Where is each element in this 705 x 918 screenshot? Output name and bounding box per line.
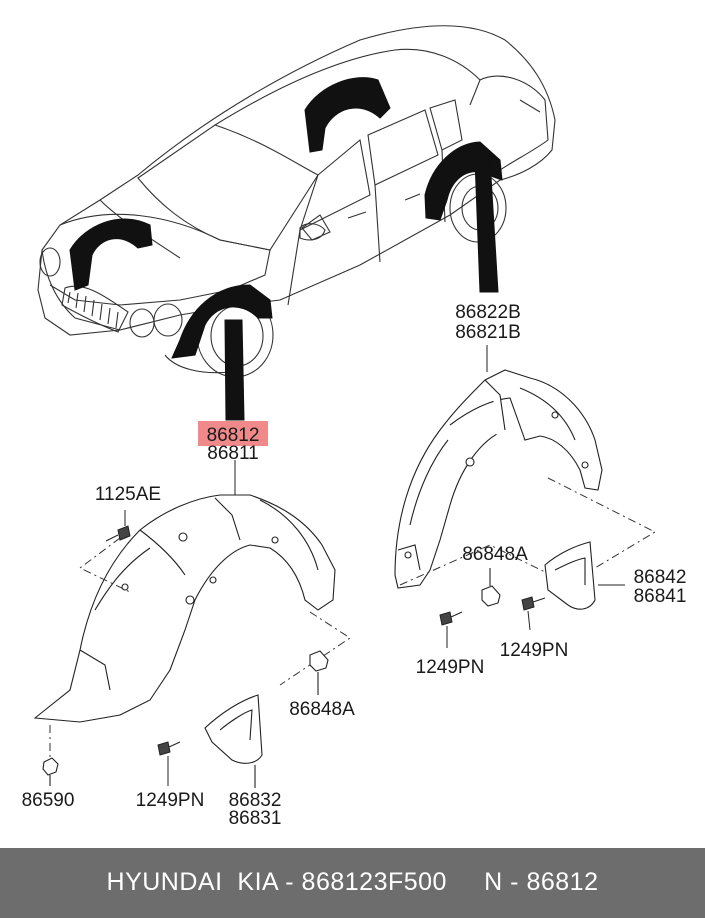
- label-clip: 86590: [22, 790, 75, 811]
- highlight-box: [198, 421, 268, 446]
- front-mudguard: [204, 694, 263, 788]
- car-front-right-liner: [171, 284, 273, 359]
- car-front-left-liner: [69, 218, 153, 291]
- front-dashed-guides: [49, 537, 351, 760]
- label-front-liner-b: 86811: [207, 443, 258, 464]
- front-screw: [157, 741, 181, 786]
- rear-dashed-guides: [399, 477, 657, 586]
- label-front-liner-a: 86812: [207, 425, 260, 446]
- label-rear-screw-left: 1249PN: [416, 657, 485, 678]
- label-front-mudguard-b: 86831: [229, 808, 282, 829]
- label-front-nut: 86848A: [289, 699, 355, 720]
- car-wheel-liners: [69, 77, 503, 359]
- label-rear-liner-a: 86822B: [455, 302, 521, 323]
- label-front-screw: 1249PN: [136, 790, 205, 811]
- footer-text: HYUNDAI KIA - 868123F500 N - 86812: [106, 868, 599, 896]
- label-rear-screw-right: 1249PN: [500, 640, 569, 661]
- front-bolt: [105, 510, 131, 542]
- label-rear-mudguard-b: 86841: [634, 586, 687, 607]
- car-rear-left-liner: [304, 77, 391, 153]
- label-bolt: 1125AE: [95, 484, 161, 505]
- rear-wheel-liner: [394, 369, 603, 589]
- label-rear-mudguard-a: 86842: [634, 567, 687, 588]
- rear-nut: [481, 568, 501, 607]
- front-clip: [42, 757, 59, 786]
- car-leader-lines: [224, 159, 499, 421]
- part-number-footer: HYUNDAI KIA - 868123F500 N - 86812: [0, 848, 705, 918]
- front-wheel-liner: [33, 494, 336, 723]
- rear-mudguard: [544, 541, 596, 610]
- front-nut: [309, 650, 329, 695]
- label-rear-nut: 86848A: [462, 544, 528, 565]
- rear-screws: [439, 596, 546, 648]
- parts-diagram: 86822B 86821B 86812 86811 1125AE 86848A …: [22, 25, 687, 829]
- label-front-mudguard-a: 86832: [229, 790, 282, 811]
- label-rear-liner-b: 86821B: [455, 322, 521, 343]
